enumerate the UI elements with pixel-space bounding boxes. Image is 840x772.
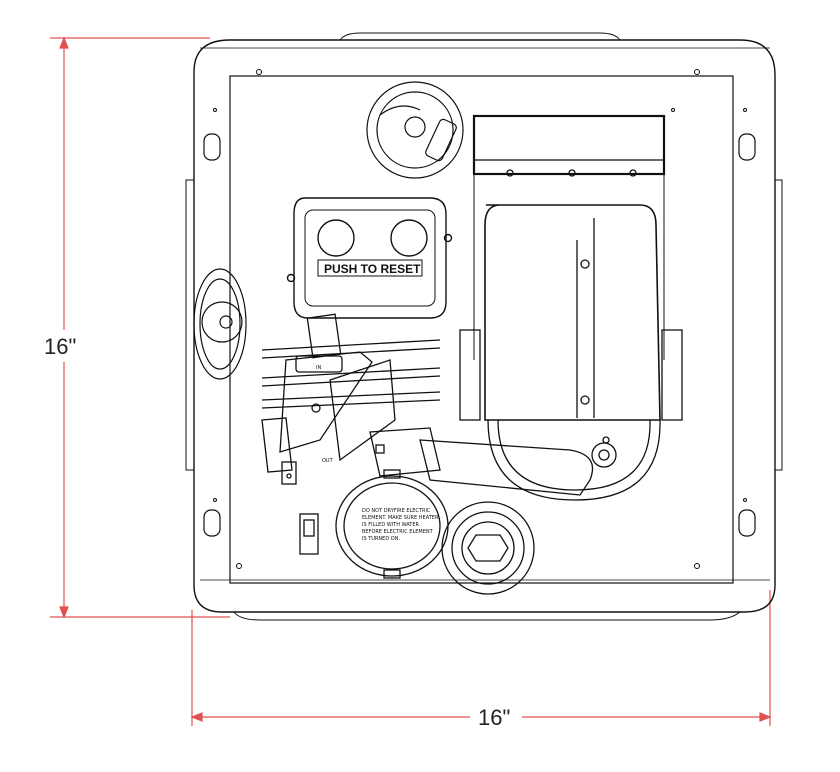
dim-arrow-up — [59, 36, 69, 49]
warning-line-2: ELEMENT. MAKE SURE HEATER — [362, 515, 439, 521]
warning-line-4: BEFORE ELECTRIC ELEMENT — [362, 529, 434, 535]
in-tag-box — [295, 355, 343, 373]
dim-arrow-right — [759, 712, 772, 722]
width-dimension-label: 16" — [478, 705, 510, 730]
frame-inner-lines — [200, 47, 770, 581]
dim-arrow-left — [190, 712, 203, 722]
top-valve-assembly — [366, 81, 464, 179]
drain-plug — [441, 501, 535, 595]
gas-valve-assembly — [261, 313, 594, 496]
top-flange — [339, 32, 621, 41]
blower-assembly — [487, 419, 661, 501]
side-grommet — [193, 268, 247, 380]
warning-line-3: IS FILLED WITH WATER — [362, 522, 419, 528]
mounting-slots — [203, 133, 756, 537]
mount-slot-bottom-right — [738, 509, 756, 537]
reset-label: PUSH TO RESET — [324, 262, 421, 276]
left-side-tab — [185, 179, 195, 471]
reset-label-box — [317, 259, 423, 277]
warning-line-5: IS TURNED ON. — [362, 536, 400, 542]
dim-arrow-down — [59, 606, 69, 619]
warning-line-1: DO NOT DRYFIRE ELECTRIC — [362, 508, 431, 514]
mount-slot-bottom-left — [203, 509, 221, 537]
outer-frame — [193, 39, 776, 613]
height-dimension-label: 16" — [44, 334, 76, 359]
burner-housing — [459, 114, 683, 421]
out-tag: OUT — [322, 458, 334, 464]
right-side-tab — [774, 179, 783, 471]
dimension-lines — [50, 36, 772, 726]
panel-screws — [213, 69, 747, 569]
mount-slot-top-right — [738, 133, 756, 161]
reset-button-right[interactable] — [390, 219, 428, 257]
bottom-flange — [233, 611, 741, 621]
heater-housing — [185, 32, 783, 621]
power-switch[interactable] — [299, 513, 319, 555]
mount-slot-top-left — [203, 133, 221, 161]
reset-control-box — [286, 197, 453, 319]
reset-button-left[interactable] — [317, 219, 355, 257]
warning-text: DO NOT DRYFIRE ELECTRIC ELEMENT. MAKE SU… — [362, 508, 439, 542]
in-tag: IN — [316, 365, 321, 371]
